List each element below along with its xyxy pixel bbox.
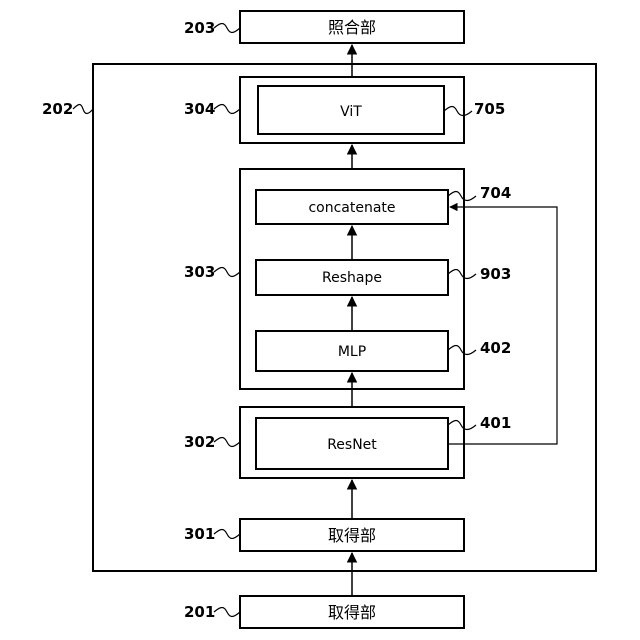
leader-705 bbox=[444, 107, 472, 116]
leader-301 bbox=[214, 530, 240, 539]
matching-unit-label: 照合部 bbox=[328, 18, 376, 37]
ref-903: 903 bbox=[480, 265, 511, 283]
reshape-label: Reshape bbox=[322, 270, 382, 286]
leader-201 bbox=[214, 608, 240, 617]
ref-203: 203 bbox=[184, 19, 215, 37]
ref-401: 401 bbox=[480, 414, 511, 432]
leader-304 bbox=[214, 105, 240, 114]
leader-302 bbox=[214, 438, 240, 447]
outer-system-box bbox=[93, 64, 596, 571]
ref-402: 402 bbox=[480, 339, 511, 357]
ref-304: 304 bbox=[184, 100, 215, 118]
leader-903 bbox=[448, 270, 476, 279]
leader-303 bbox=[214, 268, 240, 277]
mlp-label: MLP bbox=[338, 344, 366, 360]
ref-705: 705 bbox=[474, 100, 505, 118]
leader-202 bbox=[73, 105, 93, 114]
acquire-inner-label: 取得部 bbox=[328, 526, 376, 545]
acquire-outer-label: 取得部 bbox=[328, 603, 376, 622]
leader-402 bbox=[448, 346, 476, 355]
ref-202: 202 bbox=[42, 100, 73, 118]
ref-302: 302 bbox=[184, 433, 215, 451]
ref-303: 303 bbox=[184, 263, 215, 281]
vit-label: ViT bbox=[340, 104, 362, 120]
ref-301: 301 bbox=[184, 525, 215, 543]
ref-201: 201 bbox=[184, 603, 215, 621]
resnet-label: ResNet bbox=[327, 437, 377, 453]
concatenate-label: concatenate bbox=[308, 200, 395, 216]
leader-203 bbox=[214, 24, 240, 33]
leader-704 bbox=[448, 192, 476, 201]
ref-704: 704 bbox=[480, 184, 511, 202]
leader-401 bbox=[448, 421, 476, 430]
